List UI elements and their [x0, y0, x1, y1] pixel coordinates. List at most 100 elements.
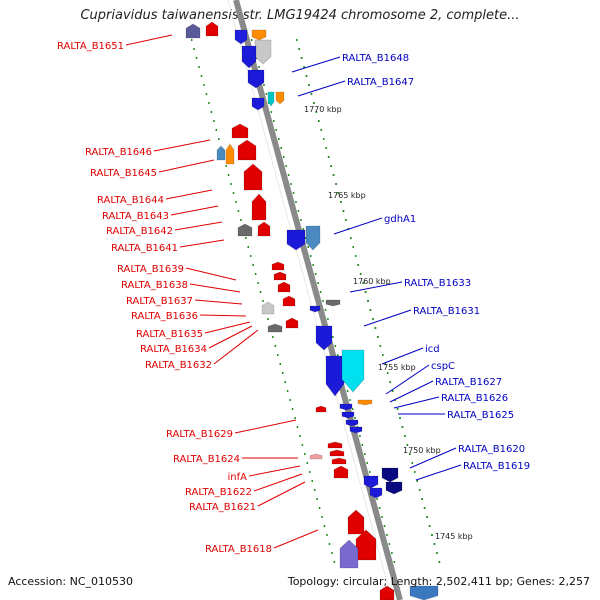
gene-label[interactable]: RALTA_B1633 — [404, 278, 471, 289]
kbp-label: 1770 kbp — [304, 105, 342, 114]
gene-label[interactable]: icd — [425, 344, 440, 355]
gene-label[interactable]: RALTA_B1624 — [173, 454, 240, 465]
leader-line — [385, 364, 430, 395]
gene-feature — [349, 426, 363, 434]
gene-label[interactable]: RALTA_B1620 — [458, 444, 525, 455]
gene-label[interactable]: RALTA_B1642 — [106, 226, 173, 237]
gene-feature — [254, 39, 272, 65]
gene-label[interactable]: RALTA_B1636 — [131, 311, 198, 322]
gene-feature — [285, 317, 299, 329]
gene-feature — [385, 481, 403, 495]
leader-line — [333, 217, 383, 235]
gene-feature — [327, 441, 343, 449]
leader-line — [248, 465, 301, 477]
gene-feature — [267, 323, 283, 333]
leader-line — [409, 447, 457, 469]
gene-label[interactable]: RALTA_B1635 — [136, 329, 203, 340]
leader-line — [213, 329, 259, 365]
genome-summary: Topology: circular; Length: 2,502,411 bp… — [287, 575, 590, 588]
leader-line — [208, 325, 253, 349]
gene-label[interactable]: RALTA_B1626 — [441, 393, 508, 404]
gene-feature — [273, 271, 287, 281]
gene-feature — [257, 221, 271, 237]
gene-feature — [329, 449, 345, 457]
map-title: Cupriavidus taiwanensis str. LMG19424 ch… — [80, 8, 520, 23]
gene-label[interactable]: RALTA_B1637 — [126, 296, 193, 307]
gene-feature — [267, 91, 275, 107]
gene-label[interactable]: RALTA_B1639 — [117, 264, 184, 275]
gene-features — [185, 21, 439, 600]
leader-line — [204, 321, 251, 334]
gene-label[interactable]: RALTA_B1627 — [435, 377, 502, 388]
gene-feature — [309, 453, 323, 460]
gene-label[interactable]: infA — [228, 472, 248, 483]
leader-line — [393, 396, 440, 409]
gene-feature — [286, 229, 306, 251]
leader-line — [179, 239, 225, 248]
leader-line — [170, 205, 219, 216]
gene-feature — [341, 349, 365, 393]
leader-line — [185, 267, 237, 281]
gene-label[interactable]: RALTA_B1638 — [121, 280, 188, 291]
leader-line — [194, 299, 243, 305]
gene-label[interactable]: RALTA_B1646 — [85, 147, 152, 158]
kbp-label: 1750 kbp — [403, 446, 441, 455]
gene-feature — [369, 487, 383, 499]
gene-feature — [247, 69, 265, 89]
gene-feature — [237, 139, 257, 161]
leader-line — [297, 80, 346, 97]
gene-feature — [261, 301, 275, 315]
gene-label[interactable]: RALTA_B1645 — [90, 168, 157, 179]
gene-label[interactable]: RALTA_B1648 — [342, 53, 409, 64]
gene-feature — [275, 91, 285, 105]
gene-label[interactable]: RALTA_B1644 — [97, 195, 164, 206]
gene-label[interactable]: RALTA_B1632 — [145, 360, 212, 371]
gene-feature — [325, 299, 341, 307]
gene-label[interactable]: RALTA_B1619 — [463, 461, 530, 472]
gene-feature — [305, 225, 321, 251]
gene-feature — [251, 29, 267, 41]
gene-label[interactable]: RALTA_B1641 — [111, 243, 178, 254]
gene-feature — [341, 411, 355, 419]
gene-feature — [216, 145, 226, 161]
leader-line — [234, 419, 297, 434]
leader-line — [257, 481, 306, 507]
left-gene-labels: RALTA_B1651 RALTA_B1646 RALTA_B1645 RALT… — [57, 41, 272, 555]
gene-feature — [409, 585, 439, 600]
gene-label[interactable]: RALTA_B1625 — [447, 410, 514, 421]
gene-feature — [282, 295, 296, 307]
leader-line — [199, 314, 247, 317]
gene-feature — [205, 21, 219, 37]
gene-label[interactable]: RALTA_B1618 — [205, 544, 272, 555]
gene-feature — [241, 45, 257, 69]
accession-label: Accession: NC_010530 — [8, 575, 134, 588]
leader-line — [125, 34, 173, 46]
gene-label[interactable]: cspC — [431, 361, 455, 372]
gene-label[interactable]: RALTA_B1622 — [185, 487, 252, 498]
gene-feature — [339, 403, 353, 411]
gene-label[interactable]: RALTA_B1631 — [413, 306, 480, 317]
gene-label[interactable]: RALTA_B1643 — [102, 211, 169, 222]
gene-label[interactable]: RALTA_B1651 — [57, 41, 124, 52]
gene-feature — [225, 143, 235, 165]
gene-label[interactable]: RALTA_B1634 — [140, 344, 207, 355]
kbp-label: 1745 kbp — [435, 532, 473, 541]
gene-feature — [251, 97, 265, 111]
leader-line — [349, 281, 403, 293]
gene-label[interactable]: RALTA_B1621 — [189, 502, 256, 513]
leader-line — [273, 529, 319, 549]
leader-line — [189, 283, 241, 293]
gene-label[interactable]: RALTA_B1629 — [166, 429, 233, 440]
gene-feature — [309, 305, 321, 313]
gene-feature — [345, 419, 359, 427]
kbp-label: 1760 kbp — [353, 277, 391, 286]
gene-feature — [325, 355, 345, 397]
gene-feature — [271, 261, 285, 271]
leader-line — [165, 189, 213, 200]
gene-label[interactable]: RALTA_B1647 — [347, 77, 414, 88]
gene-label[interactable]: gdhA1 — [384, 214, 416, 225]
gene-feature — [243, 163, 263, 191]
gene-feature — [347, 509, 365, 535]
